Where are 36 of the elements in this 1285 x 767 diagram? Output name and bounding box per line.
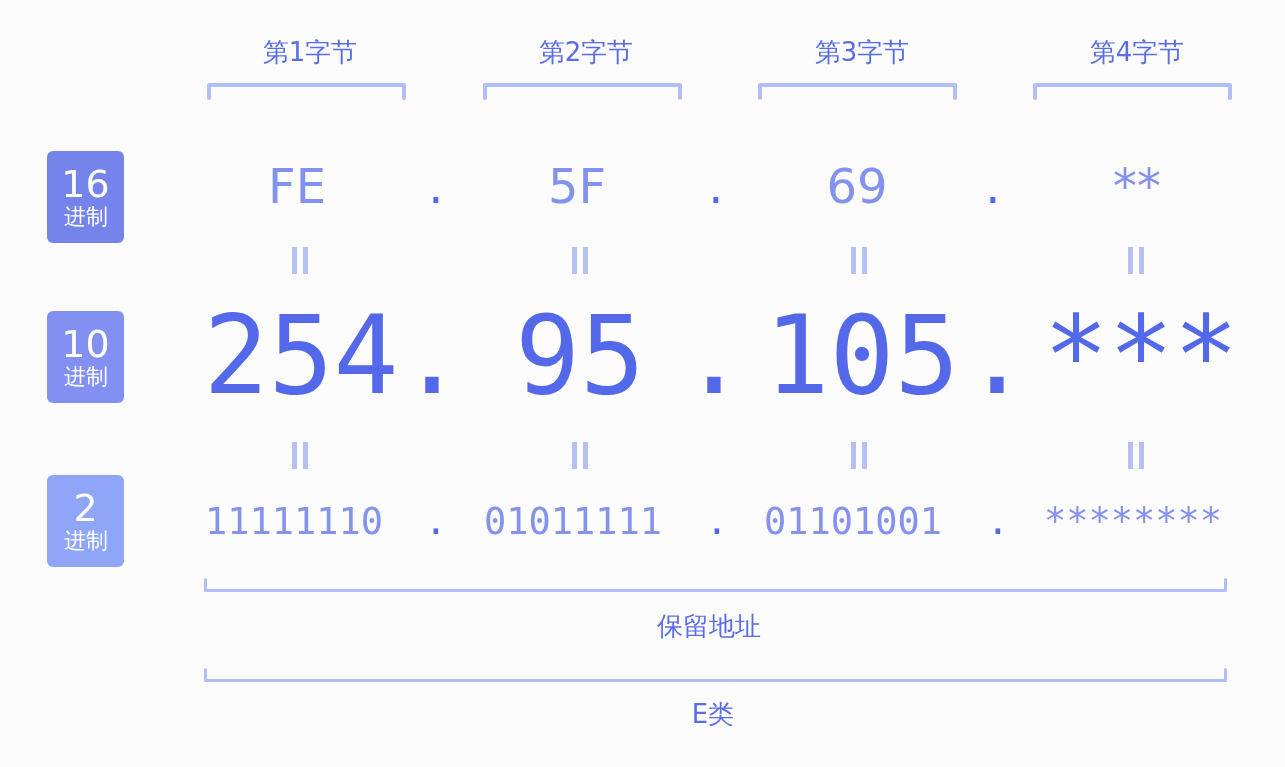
byte-heading: 第3字节 (814, 39, 910, 65)
range-label: 保留地址 (657, 613, 761, 639)
radix-badge (47, 151, 124, 243)
hex-value: ** (1113, 162, 1161, 210)
radix-badge (47, 311, 124, 403)
radix-number: 2 (73, 489, 98, 528)
binary-value: 01101001 (763, 502, 943, 540)
separator-dot: . (399, 302, 465, 410)
radix-caption: 进制 (63, 529, 108, 553)
separator-dot: . (986, 502, 1010, 540)
separator-dot: . (964, 302, 1030, 410)
separator-dot: . (428, 162, 444, 210)
separator-dot: . (681, 302, 747, 410)
separator-dot: . (424, 502, 448, 540)
separator-dot: . (705, 502, 729, 540)
separator-dot: . (708, 162, 724, 210)
radix-number: 16 (61, 165, 110, 204)
radix-caption: 进制 (63, 205, 108, 229)
radix-number: 10 (61, 325, 110, 364)
byte-heading: 第4字节 (1089, 39, 1185, 65)
separator-dot: . (985, 162, 1001, 210)
binary-value: 01011111 (483, 502, 663, 540)
hex-value: 69 (826, 162, 888, 210)
radix-badge (47, 475, 124, 567)
hex-value: FE (268, 162, 326, 210)
radix-caption: 进制 (63, 365, 108, 389)
hex-value: 5F (547, 162, 607, 210)
decimal-value: 95 (515, 302, 645, 410)
byte-heading: 第1字节 (262, 39, 358, 65)
binary-value: ******** (1043, 502, 1223, 540)
byte-heading: 第2字节 (538, 39, 634, 65)
binary-value: 11111110 (204, 502, 384, 540)
decimal-value: 105 (764, 302, 960, 410)
range-label: E类 (691, 701, 735, 727)
decimal-value: *** (1043, 302, 1239, 410)
decimal-value: 254 (203, 302, 399, 410)
